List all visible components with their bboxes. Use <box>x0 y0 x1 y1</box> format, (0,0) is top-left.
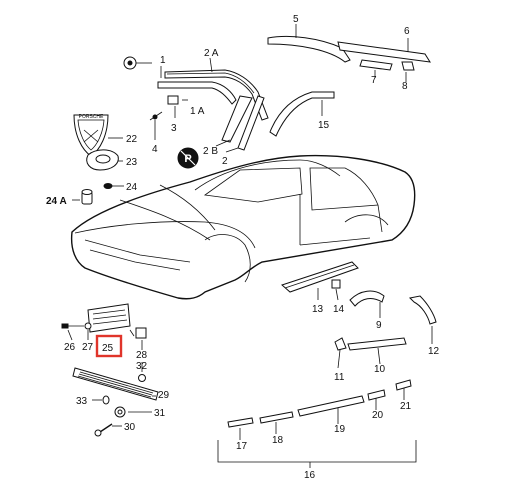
label-4: 4 <box>152 144 158 155</box>
windshield-trims <box>149 69 269 151</box>
part-24-clip <box>103 183 113 189</box>
part-24a-grommet-top <box>81 189 93 195</box>
roof-trims <box>267 35 431 71</box>
label-28: 28 <box>136 350 148 361</box>
label-2: 2 <box>222 156 228 167</box>
label-13: 13 <box>312 304 324 315</box>
label-2a: 2 A <box>204 48 219 59</box>
part-12-trim <box>408 295 437 325</box>
part-28-clip <box>135 327 147 339</box>
label-32: 32 <box>136 361 148 372</box>
part-4-screw <box>152 114 158 120</box>
part-30-screw <box>94 423 113 437</box>
label-15: 15 <box>318 120 330 131</box>
label-14: 14 <box>333 304 345 315</box>
label-25: 25 <box>102 343 114 354</box>
label-16: 16 <box>304 470 316 481</box>
label-1: 1 <box>160 55 166 66</box>
key-icon-dot <box>127 60 133 66</box>
label-18: 18 <box>272 435 284 446</box>
svg-text:P: P <box>184 153 191 165</box>
part-25-highlight-box <box>95 334 123 358</box>
label-3: 3 <box>171 123 177 134</box>
part-labels: 1 2 A 1 A 3 4 2 B 2 5 6 7 8 15 22 23 24 … <box>46 14 440 481</box>
part-23-hole <box>95 154 111 164</box>
part-16-bracket <box>217 440 417 463</box>
part-9-trim <box>349 290 385 307</box>
part-32-nut <box>138 374 146 382</box>
leader-lines <box>67 24 433 440</box>
label-24a: 24 A <box>46 196 67 207</box>
part-13-rocker-trim <box>281 261 359 293</box>
label-24: 24 <box>126 182 138 193</box>
label-8: 8 <box>402 81 408 92</box>
label-26: 26 <box>64 342 76 353</box>
part-14-clip <box>331 279 341 289</box>
label-31: 31 <box>154 408 166 419</box>
label-12: 12 <box>428 346 440 357</box>
bottom-trims <box>227 379 412 428</box>
label-19: 19 <box>334 424 346 435</box>
label-7: 7 <box>371 75 377 86</box>
label-30: 30 <box>124 422 136 433</box>
label-11: 11 <box>334 372 345 383</box>
part-29-grille-panel <box>72 367 159 401</box>
label-6: 6 <box>404 26 410 37</box>
part-15-trim <box>269 91 335 137</box>
label-1a: 1 A <box>190 106 205 117</box>
emblem-logo-text: PORSCHE <box>79 114 104 120</box>
car-body <box>70 154 416 300</box>
part-11-bracket <box>334 337 347 351</box>
label-2b: 2 B <box>203 146 218 157</box>
label-10: 10 <box>374 364 386 375</box>
label-5: 5 <box>293 14 299 25</box>
part-10-trim <box>347 337 407 351</box>
special-symbol-icon: P <box>177 147 199 169</box>
label-20: 20 <box>372 410 384 421</box>
label-29: 29 <box>158 390 170 401</box>
part-33-washer <box>102 395 110 405</box>
label-9: 9 <box>376 320 382 331</box>
label-33: 33 <box>76 396 88 407</box>
label-27: 27 <box>82 342 94 353</box>
label-21: 21 <box>400 401 412 412</box>
label-23: 23 <box>126 157 138 168</box>
grille-assembly <box>61 303 147 382</box>
label-22: 22 <box>126 134 138 145</box>
label-17: 17 <box>236 441 248 452</box>
